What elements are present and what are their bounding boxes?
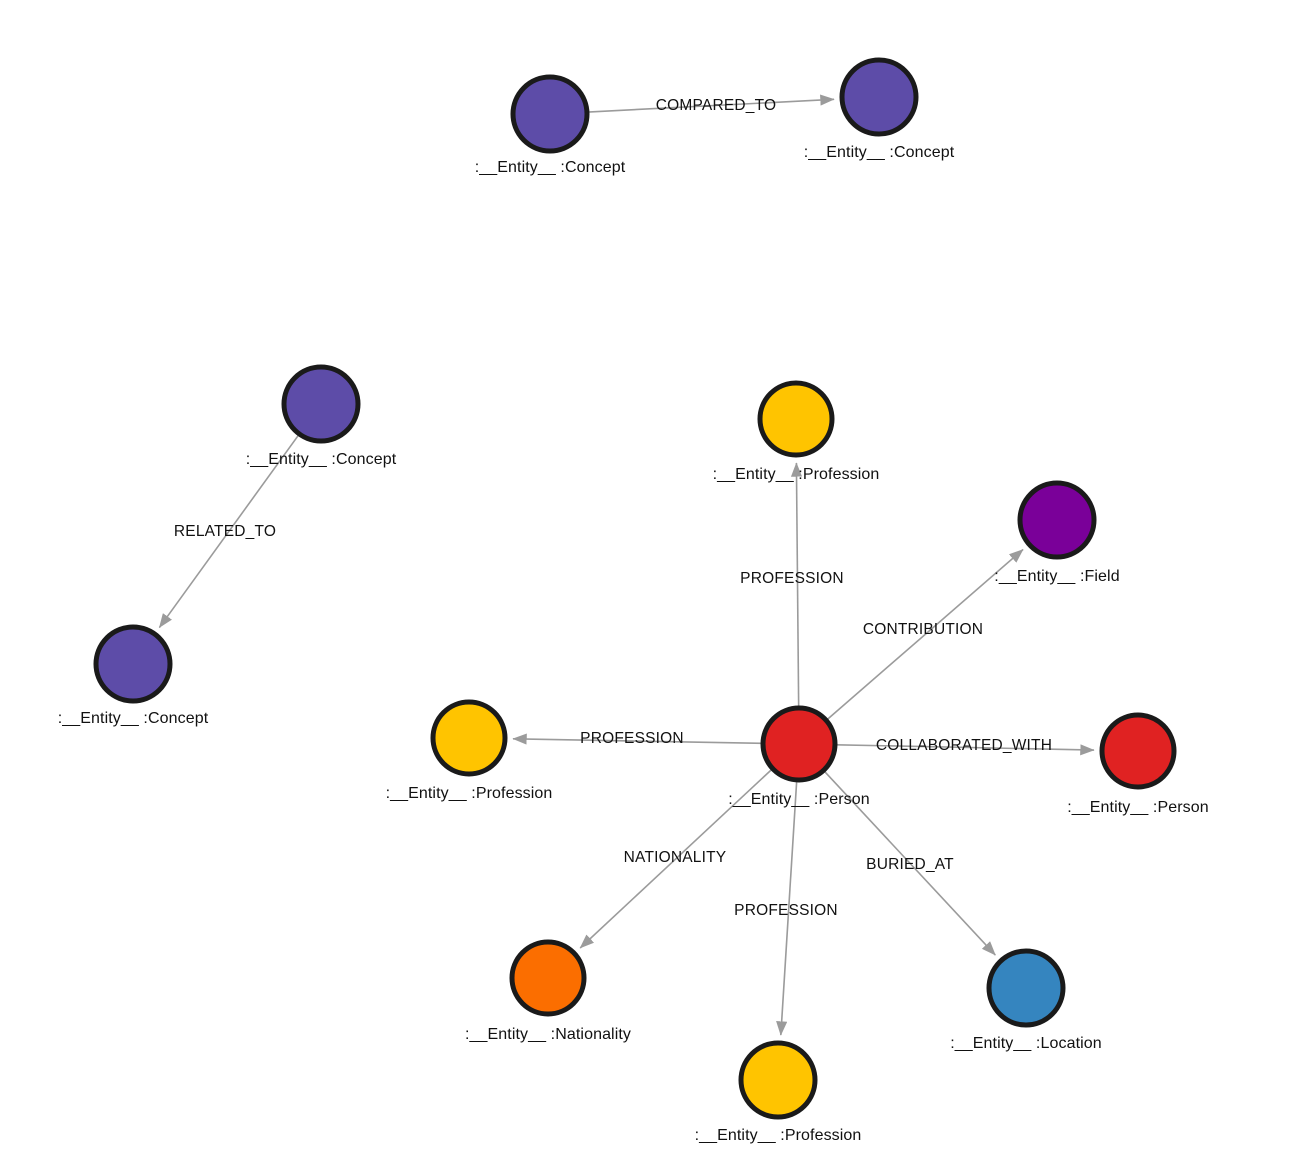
graph-node-field[interactable]	[1017, 480, 1097, 560]
graph-node-concept[interactable]	[93, 624, 173, 704]
graph-node-person[interactable]	[760, 705, 838, 783]
graph-edge-contribution[interactable]	[826, 548, 1024, 721]
node-label-concept: :__Entity__ :Concept	[474, 159, 626, 176]
graph-node-nationality[interactable]	[509, 939, 587, 1017]
edge-label-collaborated-with: COLLABORATED_WITH	[875, 737, 1053, 754]
graph-edge-profession[interactable]	[776, 780, 798, 1036]
graph-node-person[interactable]	[1099, 712, 1177, 790]
graph-edge-compared-to[interactable]	[587, 94, 835, 113]
graph-node-profession[interactable]	[757, 380, 835, 458]
edge-label-buried-at: BURIED_AT	[866, 856, 954, 873]
node-label-person: :__Entity__ :Person	[728, 791, 870, 808]
edge-label-profession: PROFESSION	[580, 730, 684, 747]
graph-node-location[interactable]	[986, 948, 1066, 1028]
edge-label-contribution: CONTRIBUTION	[862, 621, 984, 638]
node-label-profession: :__Entity__ :Profession	[694, 1127, 862, 1144]
edge-label-related-to: RELATED_TO	[173, 523, 277, 540]
nodes-layer	[93, 57, 1177, 1120]
graph-node-profession[interactable]	[738, 1040, 818, 1120]
node-label-field: :__Entity__ :Field	[994, 568, 1120, 585]
node-label-profession: :__Entity__ :Profession	[712, 466, 880, 483]
graph-edge-related-to[interactable]	[158, 434, 300, 629]
edge-label-compared-to: COMPARED_TO	[655, 97, 777, 114]
graph-edge-profession[interactable]	[512, 733, 763, 745]
graph-node-concept[interactable]	[839, 57, 919, 137]
graph-node-concept[interactable]	[510, 74, 590, 154]
graph-edge-profession[interactable]	[790, 462, 803, 708]
edge-label-profession: PROFESSION	[740, 570, 844, 587]
node-label-nationality: :__Entity__ :Nationality	[464, 1026, 632, 1043]
node-label-concept: :__Entity__ :Concept	[245, 451, 397, 468]
edge-label-profession: PROFESSION	[734, 902, 838, 919]
graph-edge-buried-at[interactable]	[823, 770, 996, 956]
node-label-person: :__Entity__ :Person	[1067, 799, 1209, 816]
graph-node-profession[interactable]	[430, 699, 508, 777]
node-label-concept: :__Entity__ :Concept	[803, 144, 955, 161]
node-label-profession: :__Entity__ :Profession	[385, 785, 553, 802]
edge-label-nationality: NATIONALITY	[623, 849, 727, 866]
graph-edge-nationality[interactable]	[579, 768, 773, 949]
graph-node-concept[interactable]	[281, 364, 361, 444]
node-label-location: :__Entity__ :Location	[950, 1035, 1102, 1052]
node-label-concept: :__Entity__ :Concept	[57, 710, 209, 727]
edges-layer	[158, 94, 1095, 1036]
graph-edge-collaborated-with[interactable]	[835, 743, 1095, 756]
